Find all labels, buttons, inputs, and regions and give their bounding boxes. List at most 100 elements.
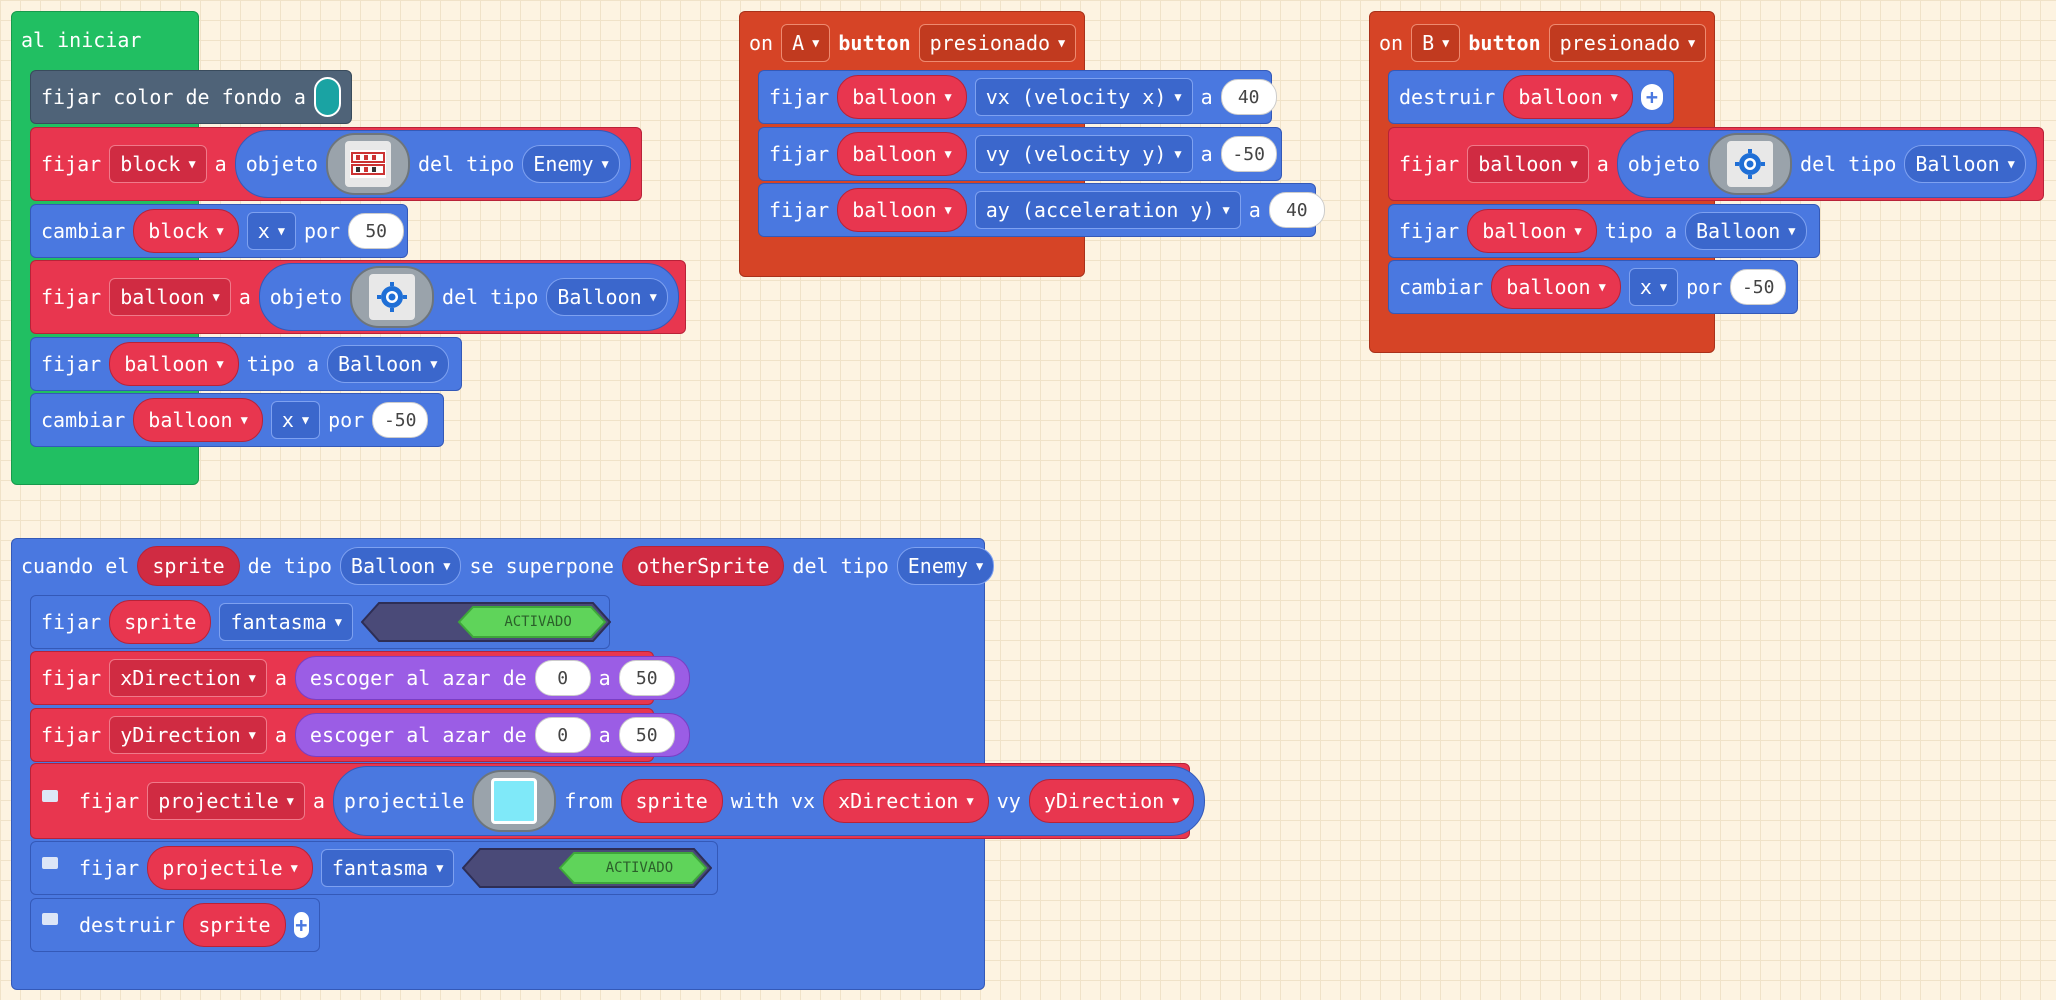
color-swatch[interactable] [313,77,341,117]
ghost-toggle[interactable]: ACTIVADO [462,848,713,888]
kind-dropdown-balloon[interactable]: Balloon▼ [1685,212,1807,250]
xdirection-reporter[interactable]: xDirection▼ [823,779,989,823]
number-input[interactable]: 50 [348,213,405,249]
number-input-min[interactable]: 0 [534,717,591,753]
event-dropdown[interactable]: presionado▼ [918,24,1077,62]
set-projectile-ghost-block[interactable]: fijar projectile▼ fantasma▼ ACTIVADO [30,841,718,895]
set-balloon-kind-block[interactable]: fijar balloon▼ tipo a Balloon▼ [1388,204,1820,258]
sprite-reporter[interactable]: sprite [183,903,286,947]
variable-reporter-balloon[interactable]: balloon▼ [1467,209,1597,253]
number-input[interactable]: -50 [372,402,429,438]
kind-dropdown-enemy[interactable]: Enemy▼ [896,547,995,585]
variable-reporter-block[interactable]: block▼ [133,209,239,253]
destroy-sprite-block[interactable]: destruir sprite + [30,898,320,952]
variable-reporter-balloon[interactable]: balloon▼ [1503,75,1633,119]
number-input[interactable]: -50 [1220,136,1277,172]
property-dropdown-x[interactable]: x▼ [270,401,321,439]
expand-plus-icon[interactable]: + [1640,84,1663,110]
change-balloon-x-block[interactable]: cambiar balloon▼ x▼ por -50 [1388,260,1798,314]
set-balloon-sprite-block[interactable]: fijar balloon▼ a objeto del tipo Balloon… [1388,127,2044,201]
set-balloon-vy-block[interactable]: fijar balloon▼ vy (velocity y)▼ a -50 [758,127,1282,181]
sprite-reporter[interactable]: sprite [109,600,212,644]
kind-dropdown-balloon[interactable]: Balloon▼ [546,278,668,316]
change-block-x-block[interactable]: cambiar block▼ x▼ por 50 [30,204,408,258]
set-background-color-block[interactable]: fijar color de fondo a [30,70,352,124]
word-a: a [274,666,287,690]
random-range-reporter[interactable]: escoger al azar de 0 a 50 [294,656,690,700]
variable-reporter-balloon[interactable]: balloon▼ [837,75,967,119]
sprite-image-picker[interactable] [325,133,410,195]
set-balloon-sprite-block[interactable]: fijar balloon▼ a objeto del tipo Balloon… [30,260,686,334]
variable-dropdown-ydirection[interactable]: yDirection▼ [109,716,267,754]
set-balloon-kind-block[interactable]: fijar balloon▼ tipo a Balloon▼ [30,337,462,391]
ydirection-reporter[interactable]: yDirection▼ [1028,779,1195,823]
destroy-balloon-block[interactable]: destruir balloon▼ + [1388,70,1674,124]
button-dropdown-b[interactable]: B▼ [1411,24,1461,62]
number-input-min[interactable]: 0 [534,660,591,696]
number-input[interactable]: 40 [1220,79,1277,115]
property-dropdown-vx[interactable]: vx (velocity x)▼ [974,78,1193,116]
variable-reporter-balloon[interactable]: balloon▼ [1491,265,1621,309]
word-cambiar: cambiar [41,408,126,432]
kind-dropdown-balloon[interactable]: Balloon▼ [339,547,462,585]
variable-name: projectile [158,789,279,813]
sprite-reporter[interactable]: sprite [620,779,723,823]
word-destruir: destruir [1399,85,1496,109]
variable-dropdown-balloon[interactable]: balloon▼ [109,278,231,316]
variable-dropdown-block[interactable]: block ▼ [109,145,207,183]
number-input[interactable]: -50 [1730,269,1787,305]
comment-icon[interactable] [42,913,58,925]
kind-dropdown-balloon[interactable]: Balloon▼ [1904,145,2026,183]
event-dropdown[interactable]: presionado▼ [1548,24,1707,62]
comment-icon[interactable] [42,857,58,869]
chevron-down-icon: ▼ [188,157,196,171]
property-dropdown-vy[interactable]: vy (velocity y)▼ [974,135,1193,173]
variable-name: projectile [162,856,283,880]
variable-reporter-balloon[interactable]: balloon▼ [837,188,967,232]
flag-dropdown-ghost[interactable]: fantasma▼ [320,849,455,887]
set-ydirection-block[interactable]: fijar yDirection▼ a escoger al azar de 0… [30,708,690,762]
set-balloon-vx-block[interactable]: fijar balloon▼ vx (velocity x)▼ a 40 [758,70,1277,124]
on-a-header: on A▼ button presionado▼ [739,21,1086,65]
comment-icon[interactable] [42,790,58,802]
random-range-reporter[interactable]: escoger al azar de 0 a 50 [294,713,690,757]
property-dropdown-ay[interactable]: ay (acceleration y)▼ [974,191,1241,229]
set-xdirection-block[interactable]: fijar xDirection▼ a escoger al azar de 0… [30,651,690,705]
number-input-max[interactable]: 50 [618,717,675,753]
set-block-sprite-block[interactable]: fijar block▼ a objeto del tipo Enemy▼ [30,127,642,201]
variable-reporter-balloon[interactable]: balloon▼ [109,342,239,386]
ghost-toggle[interactable]: ACTIVADO [360,602,612,642]
variable-dropdown-balloon[interactable]: balloon▼ [1467,145,1589,183]
set-projectile-block[interactable]: fijar projectile▼ a projectile from spri… [30,763,1206,839]
set-sprite-ghost-block[interactable]: fijar sprite fantasma▼ ACTIVADO [30,595,612,649]
set-balloon-ay-block[interactable]: fijar balloon▼ ay (acceleration y)▼ a 40 [758,183,1325,237]
create-sprite-reporter[interactable]: objeto del tipo Enemy▼ [234,130,631,198]
button-dropdown-a[interactable]: A▼ [781,24,831,62]
expand-plus-icon[interactable]: + [293,912,309,938]
sprite-image-picker[interactable] [350,266,435,328]
word-fijar: fijar [79,789,140,813]
variable-reporter-balloon[interactable]: balloon▼ [837,132,967,176]
projectile-from-sprite-reporter[interactable]: projectile from sprite with vx xDirectio… [332,766,1206,836]
flag-dropdown-ghost[interactable]: fantasma▼ [219,603,354,641]
create-sprite-reporter[interactable]: objeto del tipo Balloon▼ [1616,130,2037,198]
word-de-tipo: de tipo [247,554,332,578]
variable-dropdown-xdirection[interactable]: xDirection▼ [109,659,267,697]
change-balloon-x-block[interactable]: cambiar balloon▼ x▼ por -50 [30,393,444,447]
chevron-down-icon: ▼ [1598,280,1606,294]
sprite-param[interactable]: sprite [137,546,240,586]
sprite-image-picker[interactable] [472,770,557,832]
number-input-max[interactable]: 50 [618,660,675,696]
property-dropdown-x[interactable]: x▼ [246,212,297,250]
variable-reporter-projectile[interactable]: projectile▼ [147,846,313,890]
create-sprite-reporter[interactable]: objeto del tipo Balloon▼ [258,263,679,331]
variable-name: block [120,152,181,176]
kind-dropdown-balloon[interactable]: Balloon▼ [327,345,449,383]
sprite-image-picker[interactable] [1708,133,1793,195]
kind-dropdown-enemy[interactable]: Enemy▼ [522,145,620,183]
other-sprite-param[interactable]: otherSprite [621,546,785,586]
property-dropdown-x[interactable]: x▼ [1628,268,1679,306]
number-input[interactable]: 40 [1268,192,1325,228]
variable-dropdown-projectile[interactable]: projectile▼ [147,782,305,820]
variable-reporter-balloon[interactable]: balloon▼ [133,398,263,442]
